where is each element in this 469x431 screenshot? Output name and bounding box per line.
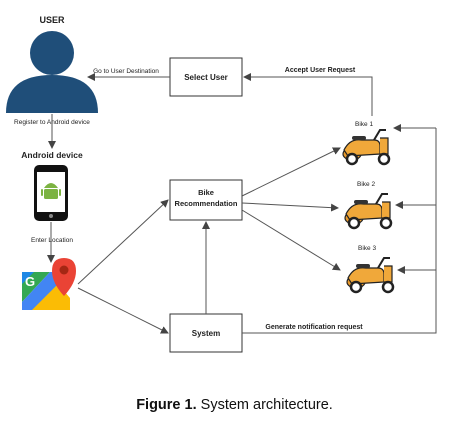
select-user-label: Select User: [184, 73, 228, 82]
scooter-icon-2: [343, 192, 393, 230]
edge-bike1-accept-request: [243, 73, 373, 116]
system-label: System: [192, 329, 220, 338]
scooter-icon-3: [345, 256, 395, 294]
edge-label-go-to-destination: Go to User Destination: [93, 68, 159, 75]
android-title: Android device: [21, 150, 83, 160]
select-user-box: [169, 57, 243, 97]
edge-recommendation-to-bike2: [241, 202, 339, 212]
android-phone-icon: [34, 165, 68, 221]
figure-caption-text: System architecture.: [196, 397, 333, 413]
google-maps-icon: G: [22, 258, 76, 310]
bike-label-1: Bike 1: [355, 121, 373, 128]
edge-label-generate-notification: Generate notification request: [265, 324, 363, 331]
android-logo-icon: [41, 183, 61, 199]
svg-text:G: G: [25, 274, 35, 289]
edge-maps-to-recommendation: [77, 199, 169, 285]
edge-recommendation-to-bike3: [241, 209, 341, 271]
bike-recommendation-label-line1: Bike: [198, 188, 214, 197]
edge-label-register: Register to Android device: [14, 119, 90, 126]
figure-caption: Figure 1. System architecture.: [0, 397, 469, 413]
edge-label-enter-location: Enter Location: [31, 237, 73, 244]
bike-recommendation-label-line2: Recommendation: [175, 199, 238, 208]
user-icon: USER: [6, 15, 98, 113]
bike-recommendation-box: [169, 179, 243, 221]
figure-caption-label: Figure 1.: [136, 397, 197, 413]
edge-recommendation-to-bike1: [241, 147, 341, 197]
edge-system-notification-bus: [242, 128, 437, 334]
edge-label-accept-request: Accept User Request: [285, 67, 356, 74]
edge-maps-to-system: [77, 287, 169, 334]
user-title: USER: [39, 15, 65, 25]
scooter-icon-1: [341, 128, 391, 166]
system-box: [169, 313, 243, 353]
bike-label-2: Bike 2: [357, 181, 375, 188]
bike-label-3: Bike 3: [358, 245, 376, 252]
